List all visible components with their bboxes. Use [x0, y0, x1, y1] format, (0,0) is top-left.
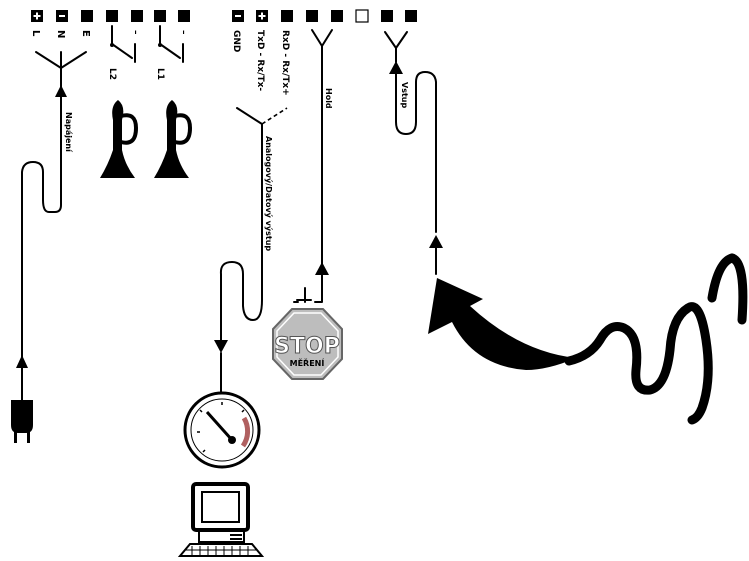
power-wiring: Napájení	[16, 51, 87, 401]
vstup-label: Vstup	[400, 82, 409, 108]
terminal-plus-icon	[31, 10, 43, 22]
arrow-down-icon	[214, 340, 228, 353]
terminal-label-l: L	[30, 30, 41, 37]
terminal-label-n: N	[55, 30, 66, 38]
analog-output-wiring: Analogový/Datový výstup	[214, 107, 288, 393]
terminal-label-txd: TxD - Rx/Tx-	[255, 30, 265, 91]
gauge-icon	[183, 391, 261, 469]
terminal-block	[331, 10, 343, 22]
analog-output-label: Analogový/Datový výstup	[264, 136, 273, 251]
arrow-up-icon	[429, 235, 443, 248]
terminal-labels: L N E GND TxD - Rx/Tx- RxD - Rx/Tx+	[30, 30, 290, 96]
l2-label: L2	[107, 68, 117, 80]
stop-word: STOP	[274, 334, 340, 359]
input-wiring: Vstup	[384, 31, 443, 275]
terminal-block	[405, 10, 417, 22]
stop-sub: MĚŘENÍ	[290, 357, 325, 368]
relay-l2-contact-label: –	[130, 30, 140, 35]
terminal-label-gnd: GND	[231, 30, 241, 52]
napajeni-label: Napájení	[64, 112, 73, 153]
l1-label: L1	[155, 68, 165, 80]
arrow-up-icon	[315, 262, 329, 275]
plug-icon	[11, 400, 33, 443]
terminal-block	[281, 10, 293, 22]
terminal-block	[81, 10, 93, 22]
hold-label: Hold	[324, 88, 333, 109]
terminal-block	[106, 10, 118, 22]
curved-arrow-icon	[428, 278, 576, 370]
stop-sign-icon: STOP MĚŘENÍ	[272, 308, 343, 380]
horn-icon	[100, 100, 139, 178]
terminal-minus-icon	[232, 10, 244, 22]
terminal-label-e: E	[80, 30, 91, 37]
hold-wiring: Hold	[293, 29, 333, 303]
arrow-up-icon	[389, 61, 403, 74]
wave-signal-icon	[564, 253, 748, 425]
arrow-up-icon	[16, 355, 28, 368]
terminal-block-empty	[355, 9, 369, 23]
terminal-label-rxd: RxD - Rx/Tx+	[280, 30, 290, 96]
computer-icon	[177, 482, 265, 557]
relay-contact-l2	[110, 25, 136, 63]
relay-l1-contact-label: –	[178, 30, 188, 35]
terminal-block	[381, 10, 393, 22]
terminal-plus-icon	[256, 10, 268, 22]
relay-contact-l1	[158, 25, 184, 63]
terminal-block	[178, 10, 190, 22]
terminal-minus-icon	[56, 10, 68, 22]
terminal-strip	[31, 9, 417, 23]
terminal-block	[131, 10, 143, 22]
horn-icon	[154, 100, 193, 178]
terminal-block	[154, 10, 166, 22]
terminal-block	[306, 10, 318, 22]
